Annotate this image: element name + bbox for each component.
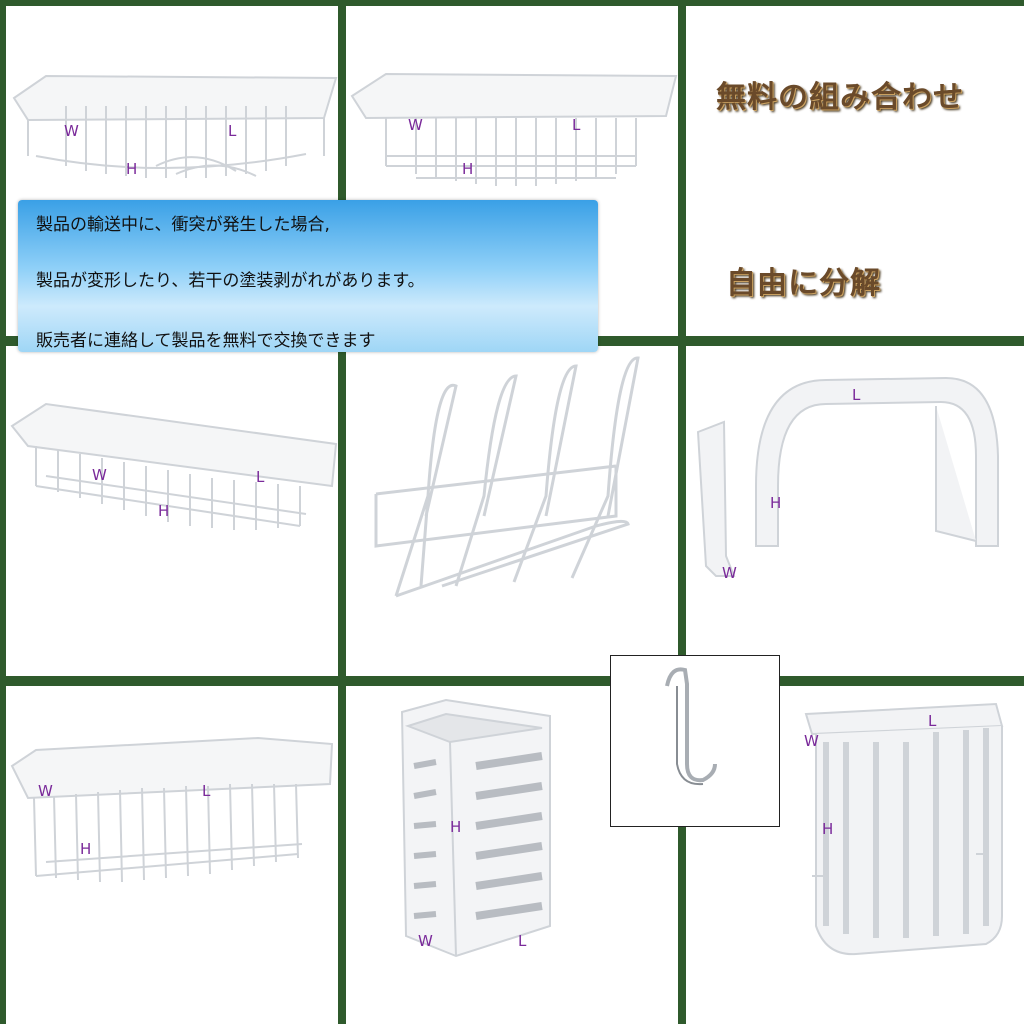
notice-line-3: 販売者に連絡して製品を無料で交換できます: [36, 331, 376, 351]
label-l: L: [928, 712, 937, 730]
label-h: H: [450, 818, 462, 836]
label-l: L: [518, 932, 527, 950]
label-l: L: [572, 116, 581, 134]
label-w: W: [38, 782, 53, 800]
cell-rack: [346, 346, 678, 676]
cell-towel-rack: L W H: [686, 686, 1024, 1024]
towel-rack-image: [804, 702, 1004, 956]
cell-basket-4: W L H: [6, 686, 338, 1024]
cell-basket-3: W L H: [6, 346, 338, 676]
label-w: W: [418, 932, 433, 950]
hook-inset: [610, 655, 780, 827]
label-h: H: [80, 840, 92, 858]
label-w: W: [408, 116, 423, 134]
label-h: H: [126, 160, 138, 178]
hook-image: [665, 667, 717, 786]
wire-basket-3-image: [10, 402, 338, 530]
wire-basket-2-image: [350, 72, 678, 186]
label-h: H: [770, 494, 782, 512]
over-door-rack-image: [696, 376, 999, 577]
utensil-holder-image: [400, 698, 551, 958]
promo-free-disassembly: 自由に分解: [726, 266, 881, 301]
wire-basket-1-image: [12, 74, 338, 178]
label-l: L: [202, 782, 211, 800]
label-w: W: [722, 564, 737, 582]
lid-rack-image: [374, 356, 640, 598]
cell-hook-rack: L H W: [686, 346, 1024, 676]
label-h: H: [462, 160, 474, 178]
notice-line-1: 製品の輸送中に、衝突が発生した場合,: [36, 215, 330, 235]
cell-free-combination: 無料の組み合わせ 自由に分解: [686, 6, 1024, 336]
label-l: L: [256, 468, 265, 486]
label-l: L: [852, 386, 861, 404]
notice-line-2: 製品が変形したり、若干の塗装剥がれがあります。: [36, 271, 425, 291]
label-h: H: [158, 502, 170, 520]
label-l: L: [228, 122, 237, 140]
label-w: W: [92, 466, 107, 484]
label-h: H: [822, 820, 834, 838]
label-w: W: [64, 122, 79, 140]
promo-free-combination: 無料の組み合わせ: [716, 80, 964, 115]
label-w: W: [804, 732, 819, 750]
wire-basket-4-image: [10, 736, 334, 883]
shipping-notice-banner: 製品の輸送中に、衝突が発生した場合, 製品が変形したり、若干の塗装剥がれがありま…: [18, 200, 598, 352]
